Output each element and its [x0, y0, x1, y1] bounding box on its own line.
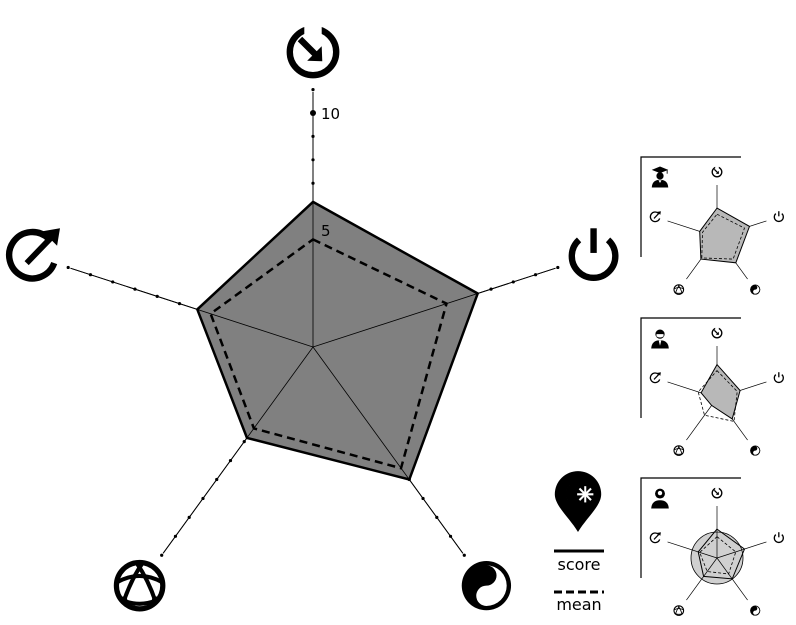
mini-axis-icon-clock-arrow-icon — [712, 327, 722, 338]
axis-spoke-3 — [162, 346, 314, 554]
mini-axis-icon-clock-arrow-icon — [712, 166, 722, 177]
main-radar: 5 10 — [9, 22, 615, 611]
mini-axis-icon-sphere-network-icon — [674, 606, 684, 616]
mini-mean-polygon — [701, 213, 745, 260]
mini-frame — [640, 477, 741, 578]
legend-solid-label: score — [558, 555, 601, 574]
mini-axis-icon-clock-arrow-icon — [712, 487, 722, 498]
axis-tick — [66, 265, 70, 270]
mini-axis-icon-yin-yang-icon — [750, 445, 761, 456]
mini-icon-business-person-icon — [651, 329, 669, 349]
mini-axis-icon-power-icon — [773, 371, 784, 384]
axis-tick — [160, 553, 164, 557]
mini-frame — [640, 156, 741, 257]
mini-axis-1 — [716, 541, 767, 559]
mini-axis-3 — [686, 557, 718, 601]
axis-spoke-1 — [312, 267, 556, 348]
mini-axis-icon-gauge-arrow-icon — [650, 211, 661, 221]
mini-axis-icon-power-icon — [773, 531, 784, 544]
mini-axis-icon-yin-yang-icon — [750, 605, 761, 616]
tick-label-0: 5 — [321, 222, 331, 240]
mini-score-polygon — [699, 207, 751, 264]
mini-axis-icon-yin-yang-icon — [750, 284, 761, 295]
axis-icon-sphere-network-icon — [116, 562, 162, 608]
mini-radar-1 — [640, 317, 784, 456]
mini-axis-icon-power-icon — [773, 210, 784, 223]
axis-spoke-4 — [70, 267, 314, 348]
mini-radar-2 — [640, 477, 784, 616]
legend: score mean — [553, 470, 604, 614]
axis-tick — [311, 88, 315, 92]
mini-axis-icon-sphere-network-icon — [674, 285, 684, 295]
axis-tick — [462, 553, 466, 557]
axis-icon-clock-arrow-icon — [290, 22, 336, 76]
mini-radar-0 — [640, 156, 784, 295]
mini-axis-4 — [667, 541, 718, 559]
mini-radars — [640, 156, 784, 616]
legend-dashed-label: mean — [556, 595, 601, 614]
series-polygon-1 — [209, 237, 448, 470]
mini-icon-idea-person-icon — [651, 488, 669, 509]
mini-score-polygon — [700, 363, 741, 420]
mini-axis-icon-gauge-arrow-icon — [650, 532, 661, 542]
axis-spoke-2 — [312, 346, 464, 554]
mini-score-polygon — [697, 528, 746, 580]
axis-icon-yin-yang-icon — [461, 561, 512, 611]
axis-icon-power-icon — [572, 228, 616, 278]
mini-axis-icon-sphere-network-icon — [674, 446, 684, 456]
mini-icon-graduate-icon — [652, 167, 669, 188]
tick-label-1: 10 — [321, 105, 340, 123]
mini-frame — [640, 317, 741, 418]
mini-mean-polygon — [699, 536, 737, 575]
mini-axis-icon-gauge-arrow-icon — [650, 372, 661, 382]
legend-icon-location-pin-icon — [553, 470, 603, 534]
axis-icon-gauge-arrow-icon — [9, 228, 60, 278]
axis-tick — [556, 265, 560, 270]
